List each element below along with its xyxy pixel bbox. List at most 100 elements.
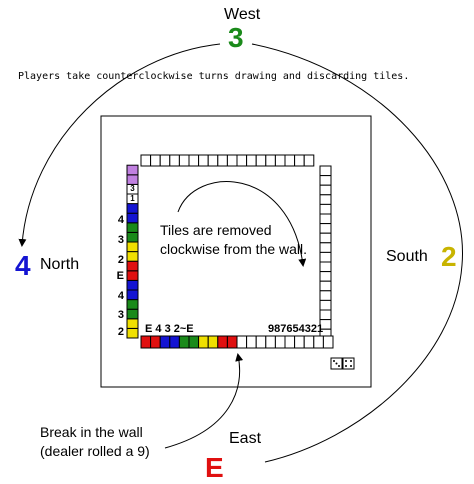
wall-tile-right [319,261,332,273]
north-column-label: 4 [117,290,124,302]
wall-tile-bottom [265,335,276,349]
wall-tile-bottom [246,335,257,349]
wall-tile-bottom-colored [226,335,238,349]
wall-tile-bottom-colored [159,335,171,349]
wall-tile-top [140,154,152,167]
wall-tile-top [255,154,267,167]
wall-tile-left [126,308,139,320]
north-column-label: 2 [117,326,124,338]
wall-tile-bottom-colored [217,335,228,349]
small-tile-label: 1 [130,194,135,203]
wall-tile-left [126,203,139,214]
south-label: South [386,248,428,265]
wall-tile-bottom [303,335,315,349]
wall-tile-top [178,154,190,167]
wall-tile-bottom [313,335,324,349]
wall-tile-bottom-colored [207,335,219,349]
wall-tile-bottom [322,335,334,349]
wall-tile-bottom-colored [169,335,180,349]
wall-tile-bottom-colored [150,335,161,349]
wall-tile-right [319,213,332,225]
wall-tile-bottom-colored [198,335,209,349]
wall-tile-left [126,299,139,310]
north-column-label: 4 [117,214,124,226]
removal-note: Tiles are removed clockwise from the wal… [160,222,308,257]
wall-tile-bottom-colored [140,335,152,349]
west-label: West [224,6,261,23]
north-label: North [40,256,80,273]
clockwise-arrow-arc [177,181,307,267]
north-column-label: 2 [117,254,124,266]
wall-tile-right [319,251,332,263]
wall-tile-top [303,154,315,167]
wall-tile-right [319,194,332,205]
north-column-label: 3 [117,234,124,246]
dice-icon [330,357,355,370]
wall-tile-left [126,231,139,243]
wall-tile-right [319,223,332,234]
wall-tile-top [150,154,161,167]
wall-tile-top [265,154,276,167]
east-label: East [229,430,262,447]
wall-tile-top [236,154,248,167]
wall-tile-top [284,154,296,167]
wall-tile-right [319,271,332,282]
wall-tile-bottom [284,335,296,349]
north-number: 4 [15,250,31,281]
wall-tile-top [159,154,171,167]
wall-tile-left [126,318,139,329]
wall-tile-left [126,327,139,339]
wall-tiles: 13 [126,154,334,349]
table-square [100,115,372,388]
turn-order-arc-left [18,43,221,247]
intro-caption: Players take counterclockwise turns draw… [18,71,410,82]
wall-tile-bottom [294,335,305,349]
east-wall-count-label: 987654321 [268,323,324,335]
wall-tile-right [319,175,332,186]
wall-tile-left [126,164,139,176]
wall-tile-top [294,154,305,167]
wall-tile-left [126,270,139,281]
wall-tile-top [169,154,180,167]
wall-tile-top [274,154,286,167]
wall-tile-right [319,203,332,215]
wall-tile-top [207,154,219,167]
wall-tile-left [126,241,139,253]
wall-tile-right [319,165,332,177]
east-wall-sequence-label: E 4 3 2~E [145,323,194,335]
break-pointer-arc [164,353,244,449]
west-number: 3 [228,22,244,53]
wall-tile-right [319,309,332,321]
wall-tile-right [319,290,332,301]
wall-tile-top [188,154,200,167]
wall-tile-left [126,289,139,301]
wall-tile-left [126,222,139,233]
wall-tile-top [217,154,228,167]
wall-tile-left [126,174,139,185]
turn-order-arc-right [251,43,463,463]
wall-tile-left [126,212,139,224]
wall-tile-bottom-colored [178,335,190,349]
small-tile-label: 3 [130,184,135,193]
wall-tile-left [126,279,139,291]
wall-tile-top [198,154,209,167]
wall-tile-top [226,154,238,167]
wall-tile-bottom-colored [188,335,200,349]
east-number: E [205,452,224,483]
south-number: 2 [441,241,457,272]
break-note: Break in the wall (dealer rolled a 9) [40,424,150,459]
wall-tile-right [319,280,332,292]
wall-tile-left [126,260,139,272]
wall-tile-bottom [236,335,248,349]
wall-tile-left [126,251,139,262]
wall-tile-right [319,232,332,244]
wall-tile-bottom [255,335,267,349]
wall-tile-bottom [274,335,286,349]
north-column-label: E [116,270,124,282]
wall-tile-right [319,299,332,311]
wall-tile-top [246,154,257,167]
wall-tile-right [319,184,332,196]
north-column-label: 3 [117,309,124,321]
wall-tile-right [319,242,332,253]
